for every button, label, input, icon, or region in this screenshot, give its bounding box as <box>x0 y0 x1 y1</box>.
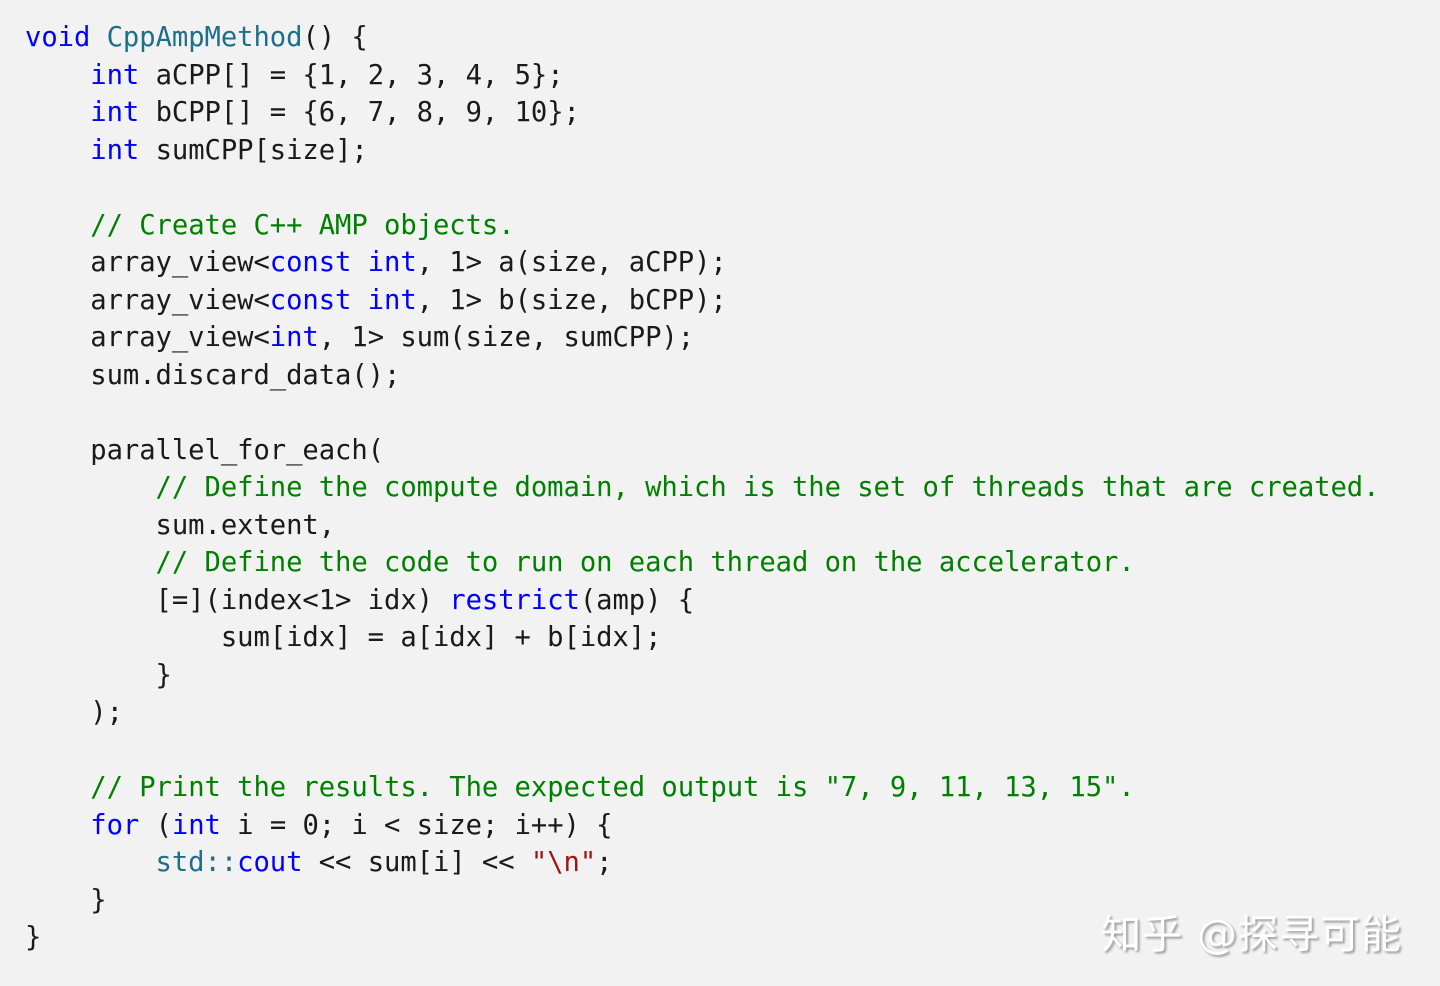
code-text: () { <box>302 22 368 53</box>
code-line: // Define the compute domain, which is t… <box>25 469 1380 507</box>
code-text: ); <box>25 697 123 728</box>
code-line: sum.extent, <box>25 507 1379 545</box>
code-line: } <box>25 657 1379 695</box>
code-line: void CppAmpMethod() { <box>25 19 1379 57</box>
code-text <box>90 22 106 53</box>
keyword-token: int <box>269 322 319 353</box>
code-line: // Print the results. The expected outpu… <box>25 769 1379 807</box>
code-line: sum.discard_data(); <box>25 357 1379 395</box>
comment-token: // Print the results. The expected outpu… <box>90 772 1135 803</box>
keyword-token: for <box>90 809 140 841</box>
code-text: array_view< <box>25 322 270 353</box>
keyword-token: const <box>269 284 352 316</box>
code-text: array_view< <box>25 284 270 316</box>
code-text: parallel_for_each( <box>25 434 385 466</box>
code-text <box>25 772 90 803</box>
code-text <box>351 247 367 278</box>
code-line <box>25 732 1379 770</box>
code-text: } <box>25 884 107 916</box>
code-line: ); <box>25 694 1379 732</box>
keyword-token: int <box>90 97 140 128</box>
comment-token: // Define the compute domain, which is t… <box>155 472 1380 503</box>
code-line: } <box>25 919 1379 957</box>
code-line: for (int i = 0; i < size; i++) { <box>25 807 1379 845</box>
keyword-token: int <box>90 59 140 91</box>
code-line: array_view<const int, 1> b(size, bCPP); <box>25 282 1379 320</box>
code-text: , 1> sum(size, sumCPP); <box>318 322 695 353</box>
code-text <box>25 472 156 503</box>
code-line <box>25 394 1379 432</box>
code-line: [=](index<1> idx) restrict(amp) { <box>25 582 1379 620</box>
code-text: , 1> a(size, aCPP); <box>416 247 727 278</box>
code-line: // Define the code to run on each thread… <box>25 544 1379 582</box>
watermark: 知乎 @探寻可能 <box>1101 912 1402 958</box>
function-name-token: CppAmpMethod <box>106 22 303 53</box>
code-block: void CppAmpMethod() { int aCPP[] = {1, 2… <box>25 19 1379 957</box>
code-line: array_view<int, 1> sum(size, sumCPP); <box>25 319 1379 357</box>
code-text <box>25 97 90 128</box>
keyword-token: int <box>90 134 140 166</box>
keyword-token: int <box>171 809 221 841</box>
keyword-token: restrict <box>449 584 580 616</box>
code-line <box>25 169 1379 207</box>
code-text <box>25 210 90 241</box>
code-line: std::cout << sum[i] << "\n"; <box>25 844 1379 882</box>
code-text <box>25 60 90 91</box>
string-token: "\n" <box>530 847 597 878</box>
code-line: parallel_for_each( <box>25 432 1379 470</box>
code-text: i = 0; i < size; i++) { <box>220 809 613 841</box>
code-line: int sumCPP[size]; <box>25 132 1379 170</box>
code-text: ( <box>139 809 172 841</box>
code-text: ; <box>596 847 613 878</box>
code-text: sum.discard_data(); <box>25 359 401 391</box>
code-text: aCPP[] = {1, 2, 3, 4, 5}; <box>139 59 564 91</box>
keyword-token: int <box>367 284 417 316</box>
code-text <box>351 285 367 316</box>
comment-token: // Create C++ AMP objects. <box>90 209 515 241</box>
code-line: int bCPP[] = {6, 7, 8, 9, 10}; <box>25 94 1379 132</box>
code-text: << sum[i] << <box>302 847 531 878</box>
keyword-token: int <box>367 247 417 278</box>
code-text: [=](index<1> idx) <box>25 584 450 616</box>
code-text: sumCPP[size]; <box>139 134 368 166</box>
keyword-token: cout <box>237 847 303 878</box>
code-line: array_view<const int, 1> a(size, aCPP); <box>25 244 1379 282</box>
code-text: } <box>25 922 42 953</box>
code-text: array_view< <box>25 247 270 278</box>
keyword-token: const <box>269 247 352 278</box>
code-text <box>25 847 156 878</box>
code-line: sum[idx] = a[idx] + b[idx]; <box>25 619 1379 657</box>
comment-token: // Define the code to run on each thread… <box>155 547 1135 578</box>
namespace-token: std:: <box>155 847 238 878</box>
code-text: sum[idx] = a[idx] + b[idx]; <box>25 622 662 653</box>
code-text: , 1> b(size, bCPP); <box>416 284 727 316</box>
code-line: } <box>25 882 1379 920</box>
code-text: sum.extent, <box>25 509 336 541</box>
keyword-token: void <box>25 22 91 53</box>
code-text: bCPP[] = {6, 7, 8, 9, 10}; <box>139 97 580 128</box>
code-text: } <box>25 659 172 691</box>
code-text <box>25 547 156 578</box>
code-line: // Create C++ AMP objects. <box>25 207 1379 245</box>
code-line: int aCPP[] = {1, 2, 3, 4, 5}; <box>25 57 1379 95</box>
code-text <box>25 135 90 166</box>
code-text: (amp) { <box>579 584 695 616</box>
code-text <box>25 810 90 841</box>
